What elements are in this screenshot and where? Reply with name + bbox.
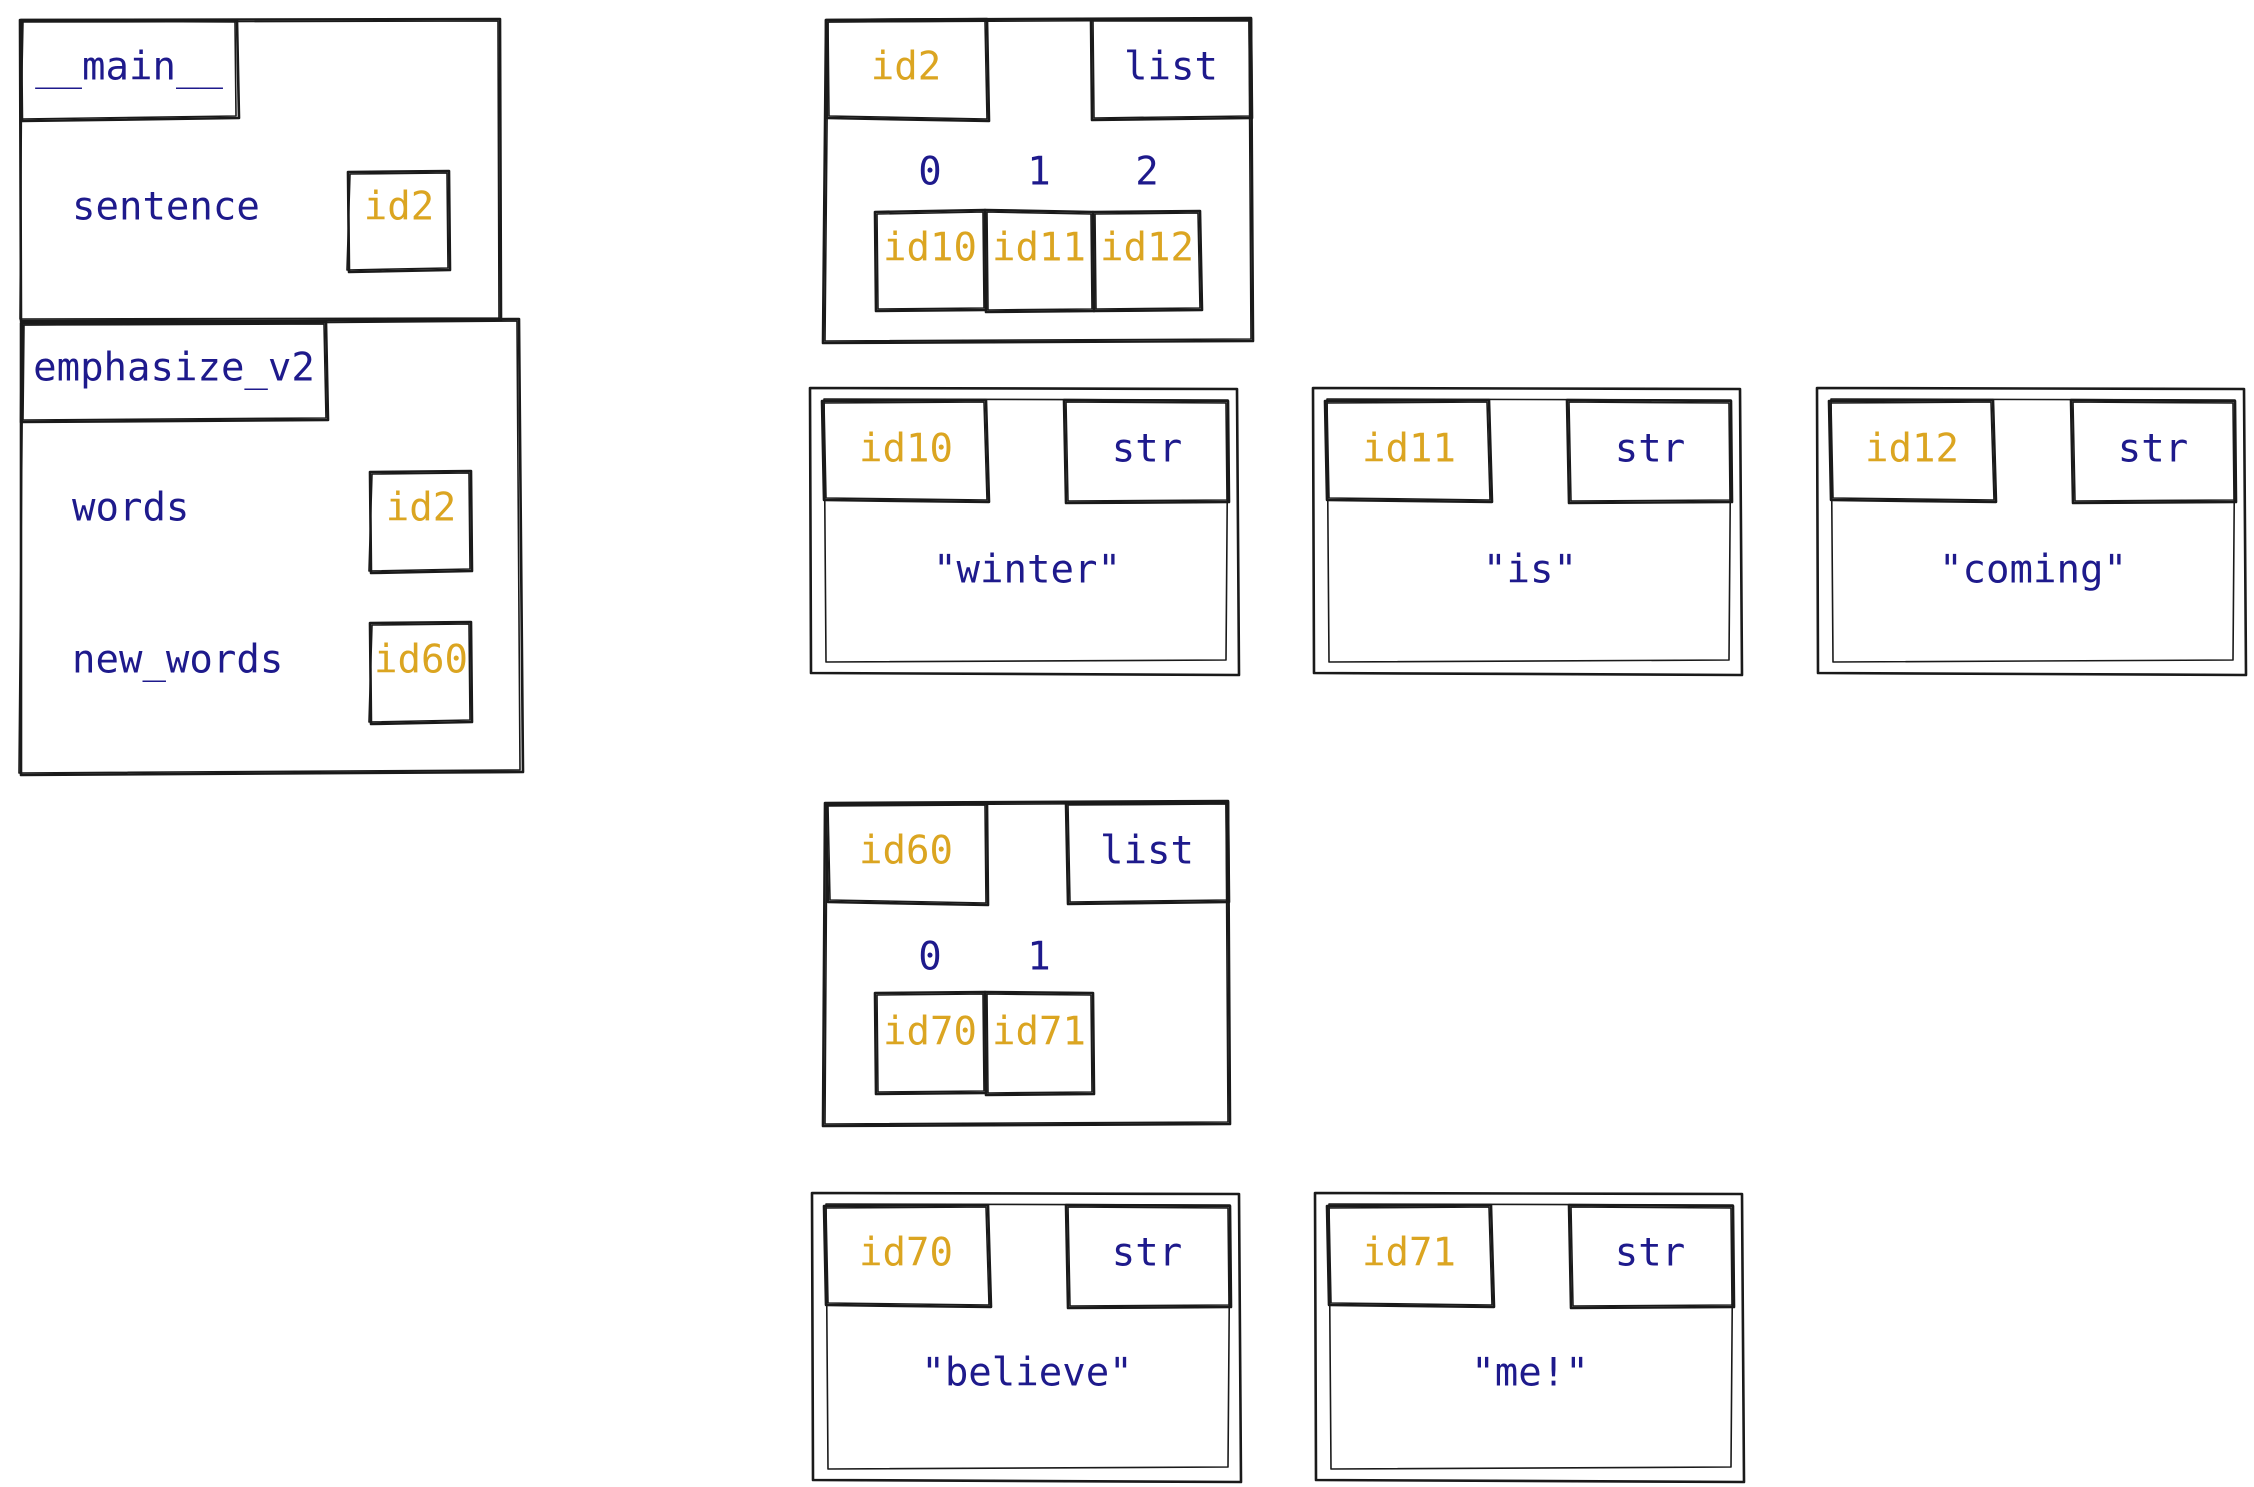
str-id10-value: "winter" <box>933 547 1121 593</box>
list-id2-item-2: id12 <box>1100 225 1194 271</box>
list-id2-index-2: 2 <box>1135 149 1159 195</box>
str-id11-id: id11 <box>1362 426 1456 472</box>
str-id71-id: id71 <box>1362 1230 1456 1276</box>
str-id12-id: id12 <box>1865 426 1959 472</box>
frame-emphasize-name: emphasize_v2 <box>33 345 315 391</box>
var-new-words-ref: id60 <box>374 637 468 683</box>
list-id2-index-1: 1 <box>1027 149 1051 195</box>
str-id70-value: "believe" <box>921 1350 1133 1396</box>
list-id60-index-1: 1 <box>1027 934 1051 980</box>
list-id2-item-0: id10 <box>883 225 977 271</box>
list-id60-id: id60 <box>859 828 953 874</box>
str-id71-type: str <box>1614 1230 1686 1276</box>
str-id70-type: str <box>1111 1230 1183 1276</box>
object-str-id10 <box>808 386 1241 677</box>
var-words-name: words <box>72 485 190 531</box>
list-id60-index-0: 0 <box>918 934 942 980</box>
str-id11-value: "is" <box>1483 547 1577 593</box>
str-id12-type: str <box>2117 426 2189 472</box>
list-id2-type: list <box>1124 44 1218 90</box>
str-id10-id: id10 <box>859 426 953 472</box>
var-new-words-name: new_words <box>72 637 284 683</box>
str-id11-type: str <box>1614 426 1686 472</box>
var-sentence-name: sentence <box>72 184 260 230</box>
list-id2-id: id2 <box>870 44 942 90</box>
str-id71-value: "me!" <box>1471 1350 1589 1396</box>
list-id60-item-0: id70 <box>883 1009 977 1055</box>
object-str-id11 <box>1311 386 1744 677</box>
str-id10-type: str <box>1111 426 1183 472</box>
list-id60-type: list <box>1100 828 1194 874</box>
var-words-ref: id2 <box>385 485 457 531</box>
object-str-id70 <box>810 1191 1243 1484</box>
object-list-id2 <box>821 16 1255 345</box>
str-id12-value: "coming" <box>1939 547 2127 593</box>
frame-main-name: __main__ <box>35 44 223 90</box>
list-id2-index-0: 0 <box>918 149 942 195</box>
list-id2-item-1: id11 <box>992 225 1086 271</box>
frame-emphasize-v2 <box>18 317 525 777</box>
object-list-id60 <box>821 799 1232 1128</box>
object-str-id71 <box>1313 1191 1746 1484</box>
str-id70-id: id70 <box>859 1230 953 1276</box>
var-sentence-ref: id2 <box>363 184 435 230</box>
list-id60-item-1: id71 <box>992 1009 1086 1055</box>
object-str-id12 <box>1815 386 2248 677</box>
